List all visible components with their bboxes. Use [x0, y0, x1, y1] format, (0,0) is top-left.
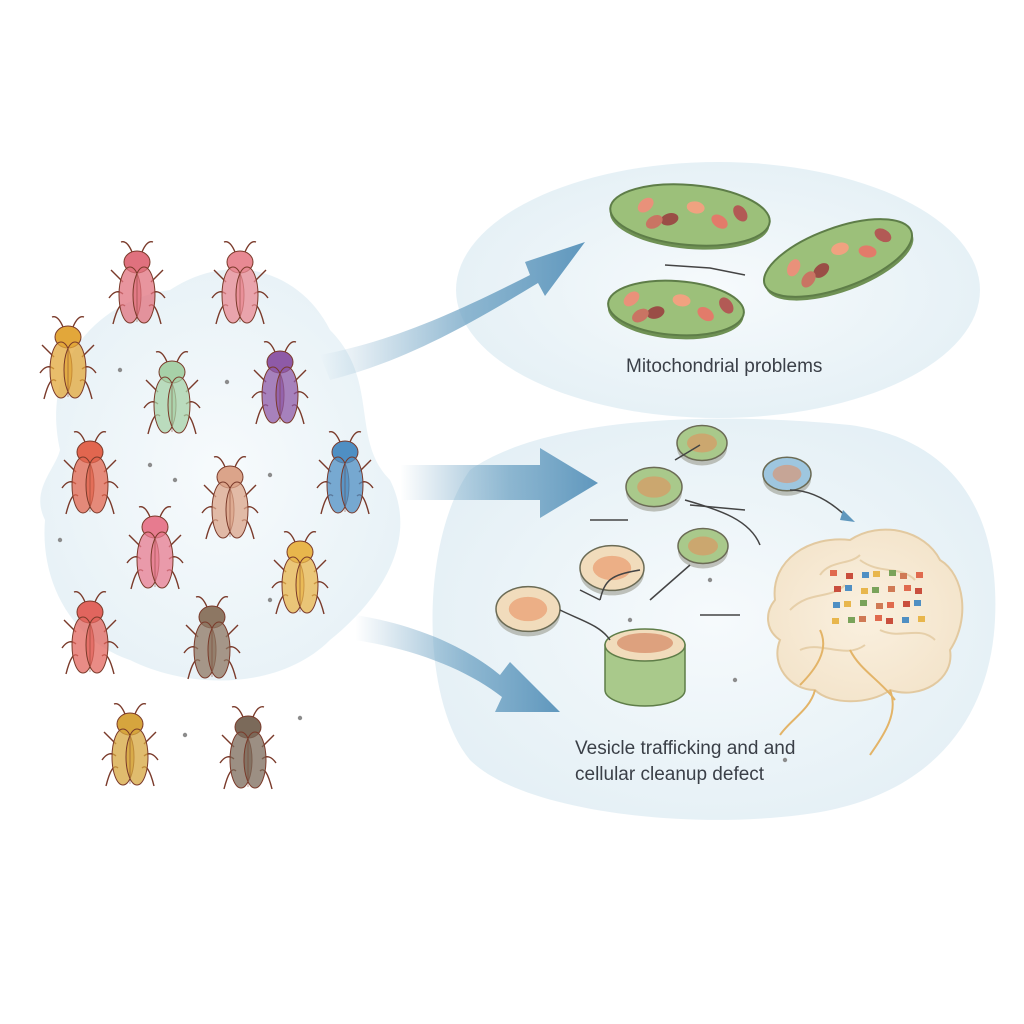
brain-deposit: [876, 603, 883, 609]
fruit-fly-icon: [201, 456, 259, 540]
brain-deposit: [845, 585, 852, 591]
speck: [707, 577, 713, 583]
mitochondrion-icon: [762, 218, 914, 301]
mitochondrion-icon: [607, 279, 745, 340]
brain-deposit: [832, 618, 839, 624]
brain-deposit: [833, 602, 840, 608]
fruit-fly-icon: [183, 596, 241, 680]
brain-deposit: [860, 600, 867, 606]
brain-deposit: [872, 587, 879, 593]
fruit-fly-collection: [39, 241, 374, 790]
brain-icon: [767, 528, 964, 756]
vesicle-network: [495, 424, 855, 707]
brain-deposit: [904, 585, 911, 591]
speck: [267, 597, 273, 603]
brain-deposit: [886, 618, 893, 624]
vesicle-icon: [677, 527, 729, 569]
brain-deposit: [902, 617, 909, 623]
vesicle-icon: [762, 456, 812, 496]
fruit-fly-icon: [219, 706, 277, 790]
connector-arrow: [579, 589, 601, 601]
connector-arrow: [689, 504, 746, 511]
mitochondria-group: [607, 183, 914, 340]
speck: [147, 462, 153, 468]
fruit-fly-icon: [101, 703, 159, 787]
vesicle-icon: [625, 466, 683, 512]
connector-arrow: [599, 569, 641, 601]
flow-arrow-icon: [355, 615, 560, 712]
fruit-fly-icon: [143, 351, 201, 435]
speck: [57, 537, 63, 543]
vesicle-defect-label-line2: cellular cleanup defect: [575, 764, 765, 785]
fruit-fly-icon: [211, 241, 269, 325]
connector-arrowhead: [840, 510, 855, 522]
brain-deposit: [914, 600, 921, 606]
brain-deposit: [915, 588, 922, 594]
speck: [732, 677, 738, 683]
vesicle-icon: [495, 585, 561, 637]
speck: [172, 477, 178, 483]
speck: [782, 757, 788, 763]
speck: [297, 715, 303, 721]
connector-arrow: [674, 444, 701, 461]
fruit-fly-icon: [39, 316, 97, 400]
brain-deposit: [861, 588, 868, 594]
fruit-fly-icon: [126, 506, 184, 590]
connector-arrow: [649, 564, 691, 601]
brain-deposit: [875, 615, 882, 621]
brain-deposit: [830, 570, 837, 576]
vesicle-defect-label-line1: Vesicle trafficking and and: [575, 738, 796, 759]
brain-deposit: [859, 616, 866, 622]
brain-deposit: [887, 602, 894, 608]
speck: [267, 472, 273, 478]
brain-deposit: [903, 601, 910, 607]
fruit-fly-icon: [61, 591, 119, 675]
connector-arrow: [684, 499, 761, 546]
brain-deposit: [848, 617, 855, 623]
brain-deposit: [873, 571, 880, 577]
fruit-fly-icon: [61, 431, 119, 515]
brain-deposit: [918, 616, 925, 622]
fruit-fly-icon: [108, 241, 166, 325]
speck: [117, 367, 123, 373]
fruit-fly-icon: [316, 431, 374, 515]
mitochondrion-icon: [609, 183, 771, 250]
flow-arrow-icon: [320, 242, 585, 380]
fruit-fly-icon: [271, 531, 329, 615]
speck: [182, 732, 188, 738]
brain-deposit: [862, 572, 869, 578]
brain-deposit: [916, 572, 923, 578]
brain-deposit: [834, 586, 841, 592]
speck: [627, 617, 633, 623]
vesicle-defect-label: Vesicle trafficking and and cellular cle…: [575, 736, 795, 788]
vesicle-icon: [579, 544, 645, 596]
brain-deposit: [888, 586, 895, 592]
fruit-fly-icon: [251, 341, 309, 425]
brain-deposit: [846, 573, 853, 579]
brain-deposit: [844, 601, 851, 607]
speck: [224, 379, 230, 385]
connector-arrow: [559, 609, 611, 641]
flow-arrow-icon: [400, 448, 598, 518]
brain-deposit: [900, 573, 907, 579]
vesicle-bubble: [432, 418, 996, 820]
brain-deposit: [889, 570, 896, 576]
mitochondrial-problems-label: Mitochondrial problems: [626, 356, 823, 377]
connector-arrow: [664, 264, 746, 276]
lysosome-container-icon: [604, 628, 686, 707]
vesicle-icon: [676, 424, 728, 466]
